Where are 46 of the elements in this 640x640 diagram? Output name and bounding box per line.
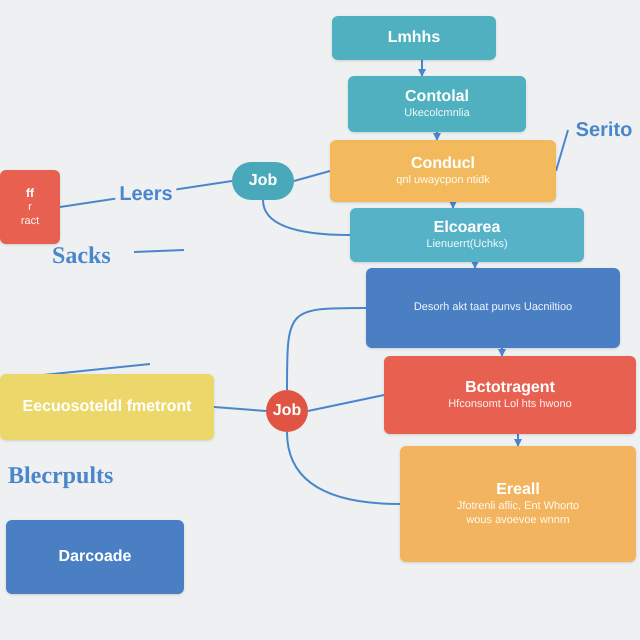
node-title: ff — [26, 186, 34, 201]
process-box — [332, 16, 496, 60]
connector — [308, 394, 384, 412]
process-box — [0, 374, 214, 440]
node-title: Elcoarea — [434, 218, 500, 238]
process-box — [330, 140, 556, 202]
process-box — [0, 170, 60, 244]
connector — [449, 201, 457, 209]
connector — [214, 406, 266, 412]
node-title: Desorh akt taat punvs Uacniltioo — [414, 301, 572, 315]
node-text: ract — [20, 214, 40, 228]
connector — [514, 434, 522, 447]
node-title: Bctotragent — [465, 378, 555, 398]
connector — [498, 348, 506, 357]
node-title: Serito — [576, 118, 632, 143]
node-title: Lmhhs — [388, 28, 440, 48]
node-title: Job — [272, 401, 302, 421]
node-text: r — [28, 200, 32, 214]
text-label: Blecrpults — [8, 462, 114, 491]
connector — [286, 432, 400, 505]
node-text: Ukecolcmnlia — [404, 107, 470, 121]
node-text: Jfotrenli aflic, Ent Whorto — [456, 500, 580, 514]
process-box — [384, 356, 636, 434]
connector — [471, 261, 479, 269]
connector — [294, 170, 330, 182]
process-box — [350, 208, 584, 262]
connector — [433, 132, 441, 141]
text-label: Sacks — [52, 242, 111, 271]
process-box — [348, 76, 526, 132]
node-text: wous avoevoe wnnrn — [466, 514, 570, 528]
connector — [262, 200, 350, 236]
process-box — [400, 446, 636, 562]
process-box — [366, 268, 620, 348]
node-title: Conducl — [411, 154, 475, 174]
node-title: Eecuosoteldl fmetront — [22, 397, 192, 417]
connector — [286, 307, 366, 390]
node-text: qnl uwaycpon ntidk — [396, 174, 490, 188]
node-title: Darcoade — [58, 547, 132, 567]
process-box — [6, 520, 184, 594]
node-text: Lienuerrt(Uchks) — [426, 238, 508, 252]
node-title: Ereall — [496, 480, 540, 500]
node-title: Job — [248, 171, 278, 191]
connector — [555, 130, 569, 172]
node-text: Hfconsomt Lol hts hwono — [448, 398, 572, 412]
node-title: Contolal — [405, 87, 469, 108]
connector — [418, 60, 426, 77]
